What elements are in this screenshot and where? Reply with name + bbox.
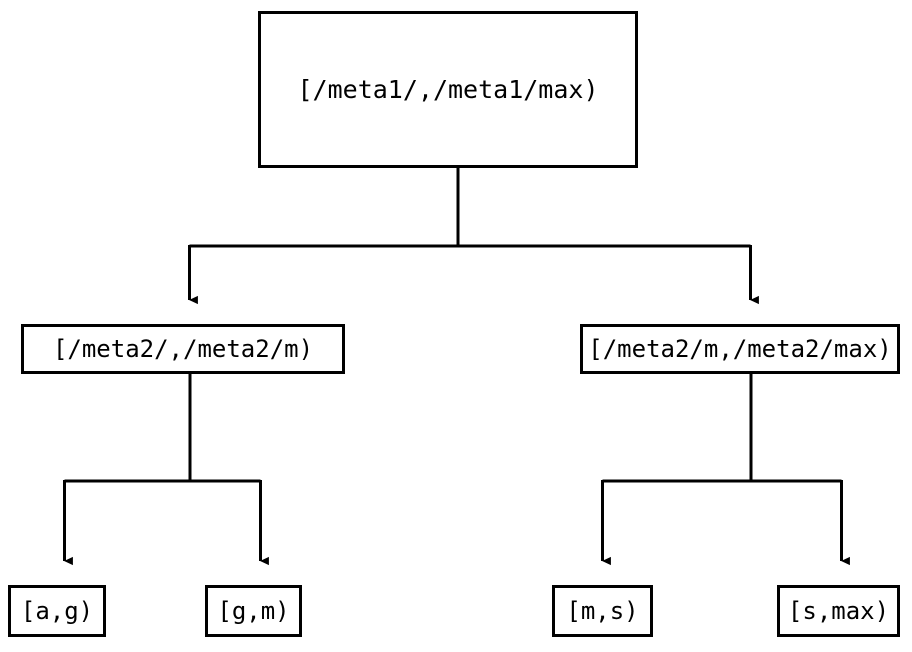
tree-node-root-label: [/meta1/,/meta1/max) — [297, 75, 599, 104]
tree-node-meta2-high: [/meta2/m,/meta2/max) — [580, 324, 900, 374]
tree-node-root: [/meta1/,/meta1/max) — [258, 11, 638, 168]
tree-leaf-m-s: [m,s) — [552, 585, 653, 637]
tree-leaf-m-s-label: [m,s) — [566, 597, 639, 625]
tree-leaf-s-max-label: [s,max) — [787, 597, 890, 625]
tree-leaf-a-g-label: [a,g) — [20, 597, 94, 625]
tree-node-meta2-low: [/meta2/,/meta2/m) — [21, 324, 345, 374]
tree-node-meta2-high-label: [/meta2/m,/meta2/max) — [588, 335, 892, 363]
tree-leaf-g-m: [g,m) — [205, 585, 302, 637]
tree-node-meta2-low-label: [/meta2/,/meta2/m) — [52, 335, 314, 363]
tree-leaf-s-max: [s,max) — [777, 585, 900, 637]
tree-leaf-a-g: [a,g) — [8, 585, 106, 637]
tree-leaf-g-m-label: [g,m) — [217, 597, 290, 625]
